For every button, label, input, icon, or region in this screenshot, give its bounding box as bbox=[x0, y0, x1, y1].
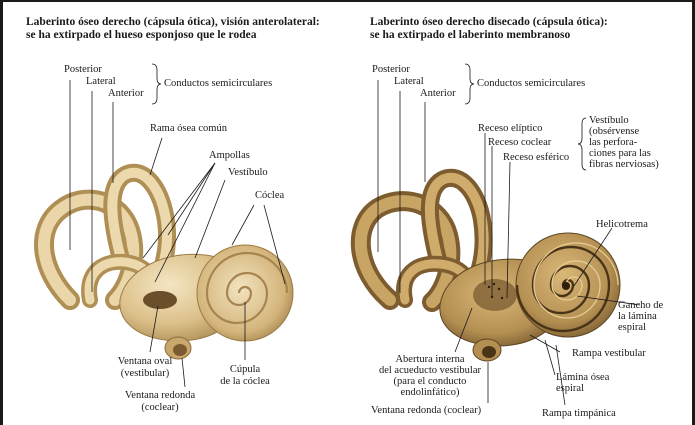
left-label-ventana-oval-line2: (vestibular) bbox=[80, 368, 210, 380]
right-label-helicotrema: Helicotrema bbox=[596, 219, 648, 231]
right-label-lateral: Lateral bbox=[394, 76, 424, 88]
left-label-ventana-oval-line1: Ventana oval bbox=[80, 356, 210, 368]
right-label-gancho-line3: espiral bbox=[618, 322, 663, 333]
right-label-vestibulo-line2: (obsérvense bbox=[589, 126, 659, 137]
left-label-lateral: Lateral bbox=[86, 76, 116, 88]
right-label-abertura-line3: (para el conducto bbox=[360, 376, 500, 387]
left-label-conductos: Conductos semicirculares bbox=[164, 78, 272, 90]
right-label-gancho: Gancho de la lámina espiral bbox=[618, 300, 663, 333]
right-label-vestibulo: Vestíbulo (obsérvense las perfora- cione… bbox=[589, 115, 659, 170]
right-label-anterior: Anterior bbox=[420, 88, 456, 100]
right-label-gancho-line2: la lámina bbox=[618, 311, 663, 322]
right-label-posterior: Posterior bbox=[372, 64, 410, 76]
right-label-vestibulo-line3: las perfora- bbox=[589, 137, 659, 148]
left-label-posterior: Posterior bbox=[64, 64, 102, 76]
left-label-anterior: Anterior bbox=[108, 88, 144, 100]
right-label-abertura: Abertura interna del acueducto vestibula… bbox=[360, 354, 500, 398]
right-label-lamina-line2: espiral bbox=[556, 383, 609, 394]
left-title-line2: se ha extirpado el hueso esponjoso que l… bbox=[26, 29, 256, 42]
right-label-rampa-timpanica: Rampa timpánica bbox=[542, 408, 616, 420]
right-label-conductos: Conductos semicirculares bbox=[477, 78, 585, 90]
left-label-ventana-redonda-line2: (coclear) bbox=[95, 402, 225, 414]
right-label-rampa-vestibular: Rampa vestibular bbox=[572, 348, 646, 360]
right-label-vestibulo-line4: ciones para las bbox=[589, 148, 659, 159]
left-label-coclea: Cóclea bbox=[255, 190, 284, 202]
left-label-ventana-redonda: Ventana redonda (coclear) bbox=[95, 390, 225, 413]
right-label-vestibulo-line1: Vestíbulo bbox=[589, 115, 659, 126]
right-title-line2: se ha extirpado el laberinto membranoso bbox=[370, 29, 570, 42]
right-label-receso-coclear: Receso coclear bbox=[488, 137, 551, 149]
right-label-abertura-line4: endolinfático) bbox=[360, 387, 500, 398]
right-label-ventana-redonda: Ventana redonda (coclear) bbox=[371, 405, 481, 417]
right-label-abertura-line2: del acueducto vestibular bbox=[360, 365, 500, 376]
left-label-ventana-oval: Ventana oval (vestibular) bbox=[80, 356, 210, 379]
left-title-line1: Laberinto óseo derecho (cápsula ótica), … bbox=[26, 16, 320, 29]
right-label-abertura-line1: Abertura interna bbox=[360, 354, 500, 365]
right-label-receso-esferico: Receso esférico bbox=[503, 152, 569, 164]
right-label-vestibulo-line5: fibras nerviosas) bbox=[589, 159, 659, 170]
left-label-ampollas: Ampollas bbox=[209, 150, 250, 162]
left-label-cupula-line1: Cúpula bbox=[205, 364, 285, 376]
right-title-line1: Laberinto óseo derecho disecado (cápsula… bbox=[370, 16, 608, 29]
right-label-lamina: Lámina ósea espiral bbox=[556, 372, 609, 394]
left-label-cupula-line2: de la cóclea bbox=[205, 376, 285, 388]
right-label-receso-eliptico: Receso elíptico bbox=[478, 123, 542, 135]
left-label-cupula: Cúpula de la cóclea bbox=[205, 364, 285, 387]
right-label-lamina-line1: Lámina ósea bbox=[556, 372, 609, 383]
left-oval-window bbox=[143, 291, 177, 309]
left-label-rama: Rama ósea común bbox=[150, 123, 227, 135]
right-label-gancho-line1: Gancho de bbox=[618, 300, 663, 311]
left-label-vestibulo: Vestíbulo bbox=[228, 167, 268, 179]
left-label-ventana-redonda-line1: Ventana redonda bbox=[95, 390, 225, 402]
